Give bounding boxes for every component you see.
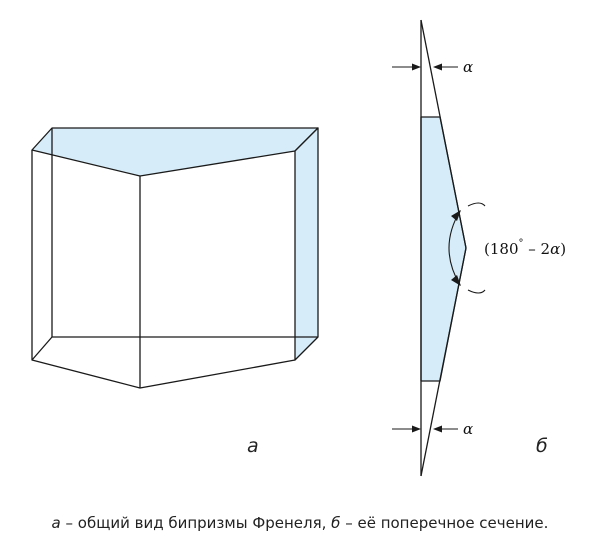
alpha-bottom-dimension <box>392 425 458 433</box>
biprism-right-face <box>294 127 319 361</box>
cross-section-upper-face <box>420 19 467 249</box>
figure-caption: а – общий вид бипризмы Френеля, б – её п… <box>0 514 600 532</box>
alpha-top-dimension <box>392 63 458 71</box>
apex-angle-arc <box>448 202 486 294</box>
cross-section-glass <box>420 116 467 382</box>
caption-b-ref: б <box>331 514 341 532</box>
biprism-front-outline <box>31 150 296 389</box>
alpha-top-label: α <box>463 58 473 76</box>
part-a-label: а <box>247 435 259 457</box>
caption-text-2: – её поперечное сечение. <box>340 514 549 532</box>
biprism-cross-section: α α (180° – 2α) <box>392 19 566 477</box>
cross-section-lower-face <box>420 247 467 477</box>
apex-angle-label: (180° – 2α) <box>484 238 566 258</box>
part-b-label: б <box>536 435 548 457</box>
caption-a-ref: а <box>51 514 61 532</box>
alpha-bottom-label: α <box>463 420 473 438</box>
biprism-top-face <box>31 127 319 177</box>
biprism-back-corner-edge <box>31 336 53 361</box>
biprism-3d-view <box>31 127 319 389</box>
caption-text-1: – общий вид бипризмы Френеля, <box>60 514 332 532</box>
